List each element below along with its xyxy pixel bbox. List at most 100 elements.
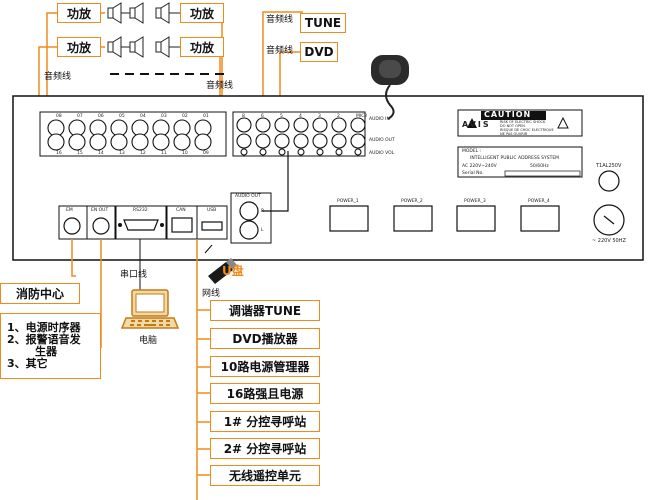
panel-number-label: 06 xyxy=(98,114,104,119)
dvd-label: DVD xyxy=(304,45,334,59)
panel-number-label: 14 xyxy=(98,151,104,156)
alarm-item: 3、其它 xyxy=(7,357,48,370)
jack-socket xyxy=(255,117,271,133)
amplifier-label: 功放 xyxy=(189,40,214,55)
power-label: POWER_1 xyxy=(337,199,359,204)
jack-socket xyxy=(331,133,347,149)
jack-socket xyxy=(293,117,309,133)
serial-line-label: 串口线 xyxy=(120,270,148,280)
dvd-player-box: DVD播放器 xyxy=(210,328,320,349)
jack-socket xyxy=(274,133,290,149)
wireless-remote-box: 无线遥控单元 xyxy=(210,465,320,486)
jack-socket xyxy=(47,133,65,151)
network-device-label: 2# 分控寻呼站 xyxy=(223,442,307,456)
panel-number-label: 8 xyxy=(242,114,245,119)
amplifier-label: 功放 xyxy=(66,6,91,21)
network-device-label: DVD播放器 xyxy=(232,332,298,346)
panel-number-label: 10 xyxy=(182,151,188,156)
panel-number-label: 03 xyxy=(161,114,167,119)
model-power: AC 220V~240V xyxy=(462,164,497,169)
jack-socket xyxy=(255,133,271,149)
port-label: EN OUT xyxy=(91,208,109,213)
jack-socket xyxy=(236,117,252,133)
amplifier-box: 功放 xyxy=(180,3,224,23)
computer-icon xyxy=(120,289,180,329)
panel-number-label: 12 xyxy=(140,151,146,156)
amplifier-box: 功放 xyxy=(57,3,101,23)
audio-line-label: 音频线 xyxy=(44,72,72,82)
fuse-label: T1AL250V xyxy=(596,163,622,169)
panel-number-label: MIC2 xyxy=(356,114,368,119)
audio-vol-label: AUDIO VOL xyxy=(369,151,395,156)
power-label: POWER_2 xyxy=(401,199,423,204)
jack-socket xyxy=(312,133,328,149)
power-label: POWER_3 xyxy=(464,199,486,204)
jack-socket xyxy=(293,133,309,149)
amplifier-label: 功放 xyxy=(66,40,91,55)
power-label: POWER_4 xyxy=(528,199,550,204)
fire-center-label: 消防中心 xyxy=(15,287,64,301)
jack-socket xyxy=(316,148,324,156)
jack-socket xyxy=(274,117,290,133)
caution-warning: RISK OF ELECTRIC SHOCK xyxy=(500,120,546,124)
audio-jacks xyxy=(47,117,366,156)
audio-out-port-label: AUDIO OUT xyxy=(235,194,261,199)
caution-title: CAUTION xyxy=(484,110,532,119)
paging-station-2-box: 2# 分控寻呼站 xyxy=(210,438,320,459)
panel-number-label: 04 xyxy=(140,114,146,119)
network-device-label: 调谐器TUNE xyxy=(228,304,302,318)
panel-number-label: 15 xyxy=(77,151,83,156)
caution-notice: NE PAS OUVRIR xyxy=(500,132,528,136)
jack-socket xyxy=(152,133,170,151)
microphone-icon xyxy=(371,55,409,120)
port-label: EM xyxy=(66,208,73,213)
panel-number-label: 08 xyxy=(56,114,62,119)
alarm-item: 1、电源时序器 xyxy=(7,321,81,334)
usb-disk-icon xyxy=(204,244,237,284)
jack-socket xyxy=(259,148,267,156)
network-device-label: 1# 分控寻呼站 xyxy=(223,415,307,429)
tune-source-box: TUNE xyxy=(300,13,346,33)
amplifier-label: 功放 xyxy=(189,6,214,21)
alarm-devices-box: 1、电源时序器 2、报警语音发 生器 3、其它 xyxy=(0,313,101,379)
usb-disk-label: U盘 xyxy=(222,264,244,278)
jack-socket xyxy=(297,148,305,156)
jack-socket xyxy=(236,133,252,149)
panel-number-label: 02 xyxy=(182,114,188,119)
fire-center-box: 消防中心 xyxy=(0,283,80,304)
jack-socket xyxy=(350,133,366,149)
power-supply-box: 16路强且电源 xyxy=(210,383,320,404)
network-line-label: 网线 xyxy=(202,289,221,299)
jack-socket xyxy=(354,148,362,156)
panel-number-label: 4 xyxy=(299,114,302,119)
jack-socket xyxy=(312,117,328,133)
audio-in-label: AUDIO IN xyxy=(369,117,390,122)
caution-brand: AVIS xyxy=(462,120,491,129)
network-device-label: 10路电源管理器 xyxy=(220,360,310,374)
port-label: CAN xyxy=(176,208,186,213)
dvd-source-box: DVD xyxy=(300,42,338,62)
panel-number-label: 5 xyxy=(280,114,283,119)
serial-label: Serial No. xyxy=(462,171,484,176)
panel-number-label: 01 xyxy=(203,114,209,119)
caution-warning: DO NOT OPEN xyxy=(500,124,525,128)
caution-notice: RISQUE DE CHOC ELECTRIQUE xyxy=(500,128,554,132)
panel-number-label: 05 xyxy=(119,114,125,119)
left-channel-label: L xyxy=(261,228,264,233)
audio-line-label: 音频线 xyxy=(266,46,294,56)
amplifier-box: 功放 xyxy=(180,37,224,57)
tune-label: TUNE xyxy=(304,16,342,30)
tuner-device-box: 调谐器TUNE xyxy=(210,300,320,321)
network-device-label: 无线遥控单元 xyxy=(228,469,301,483)
jack-socket xyxy=(278,148,286,156)
model-frequency: 50/60Hz xyxy=(530,164,549,169)
computer-label: 电脑 xyxy=(139,336,158,346)
jack-socket xyxy=(110,133,128,151)
amplifier-box: 功放 xyxy=(57,37,101,57)
port-label: RS232 xyxy=(133,208,148,213)
jack-socket xyxy=(350,117,366,133)
jack-socket xyxy=(89,133,107,151)
power-manager-box: 10路电源管理器 xyxy=(210,356,320,377)
